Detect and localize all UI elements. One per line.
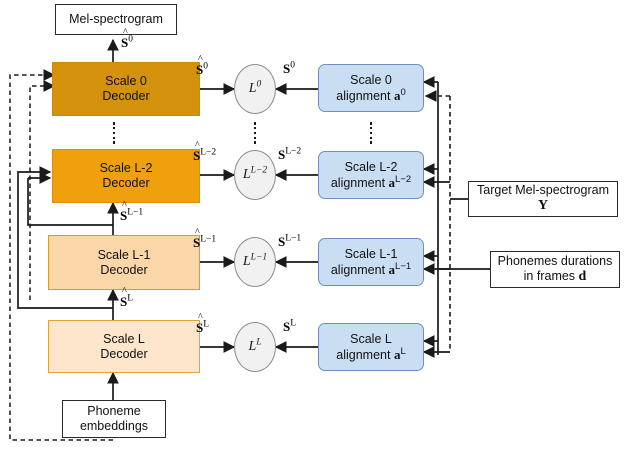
loss-scale-l-base: L: [248, 339, 257, 354]
edge-label-tgt-0: S0: [283, 60, 295, 76]
edge-label-pred-0: ^S0: [196, 54, 208, 77]
decoder-scale-l-2-line2: Decoder: [102, 176, 150, 190]
decoder-scale-l[interactable]: Scale L Decoder: [48, 320, 200, 373]
edge-label-tgt-l-2: SL−2: [278, 146, 302, 162]
decoder-scale-l-1-line2: Decoder: [100, 262, 148, 277]
alignment-scale-0[interactable]: Scale 0 alignment a0: [318, 64, 424, 112]
durations-line1: Phonemes durations: [497, 253, 613, 268]
loss-scale-l-2: LL−2: [234, 150, 276, 200]
loss-scale-l-sup: L: [256, 337, 262, 348]
edge-label-tgt-l-1: SL−1: [278, 233, 302, 249]
decoder-scale-0-line2: Decoder: [102, 89, 150, 103]
loss-scale-l: LL: [234, 322, 276, 372]
decoder-scale-l-2[interactable]: Scale L-2 Decoder: [52, 149, 200, 203]
edge-label-pred-out: ^S0: [121, 27, 133, 50]
alignment-scale-l-1[interactable]: Scale L-1 alignment aL−1: [318, 238, 424, 286]
loss-scale-l-1: LL−1: [234, 237, 276, 287]
alignment-scale-l[interactable]: Scale L alignment aL: [318, 323, 424, 371]
phoneme-embeddings-line2: embeddings: [79, 419, 149, 433]
edge-label-tgt-l: SL: [283, 318, 297, 334]
alignment-scale-l-1-line2: alignment aL−1: [330, 260, 412, 277]
edge-label-pred-l-1-up: ^SL−1: [120, 200, 144, 223]
alignment-scale-l-line1: Scale L: [350, 331, 392, 346]
output-mel-spectrogram-box: Mel-spectrogram: [55, 4, 177, 35]
edge-label-pred-l-1: ^SL−1: [193, 227, 217, 250]
edge-label-pred-l-2: ^SL−2: [193, 140, 217, 163]
target-mel-var: Y: [537, 198, 549, 214]
alignment-scale-l-2-line2: alignment aL−2: [330, 173, 412, 190]
loss-scale-0-base: L: [248, 81, 257, 96]
loss-scale-l-2-sup: L−2: [250, 165, 268, 176]
phoneme-embeddings-line1: Phoneme: [87, 404, 141, 419]
loss-scale-l-2-base: L: [242, 167, 251, 182]
edge-label-pred-l: ^SL: [196, 312, 210, 335]
decoder-scale-l-1[interactable]: Scale L-1 Decoder: [48, 235, 200, 290]
alignment-scale-l-2-line1: Scale L-2: [344, 159, 398, 174]
durations-line2: in frames d: [523, 268, 587, 284]
alignment-scale-0-line2: alignment a0: [336, 86, 406, 103]
loss-column-ellipsis: [253, 122, 257, 144]
decoder-scale-l-line2: Decoder: [100, 346, 148, 361]
alignment-column-ellipsis: [369, 122, 373, 144]
target-mel-line1: Target Mel-spectrogram: [477, 183, 609, 198]
loss-scale-l-1-sup: L−1: [250, 252, 268, 263]
loss-scale-0: L0: [234, 64, 276, 114]
output-mel-spectrogram-label: Mel-spectrogram: [69, 12, 163, 27]
decoder-scale-l-line1: Scale L: [103, 331, 145, 346]
alignment-scale-l-2[interactable]: Scale L-2 alignment aL−2: [318, 151, 424, 199]
phoneme-embeddings-box: Phoneme embeddings: [62, 400, 166, 438]
edge-label-pred-l-up: ^SL: [120, 286, 134, 309]
alignment-scale-l-line2: alignment aL: [336, 345, 406, 362]
decoder-scale-l-2-line1: Scale L-2: [99, 161, 153, 176]
decoder-column-ellipsis: [112, 122, 116, 144]
loss-scale-0-sup: 0: [256, 79, 262, 90]
loss-scale-l-1-base: L: [242, 254, 251, 269]
alignment-scale-l-1-line1: Scale L-1: [344, 246, 398, 261]
decoder-scale-0[interactable]: Scale 0 Decoder: [52, 62, 200, 116]
decoder-scale-0-line1: Scale 0: [105, 74, 147, 89]
alignment-scale-0-line1: Scale 0: [350, 72, 392, 87]
target-mel-spectrogram-box: Target Mel-spectrogram Y: [468, 181, 618, 217]
phoneme-durations-box: Phonemes durations in frames d: [490, 251, 620, 288]
decoder-scale-l-1-line1: Scale L-1: [97, 247, 151, 262]
